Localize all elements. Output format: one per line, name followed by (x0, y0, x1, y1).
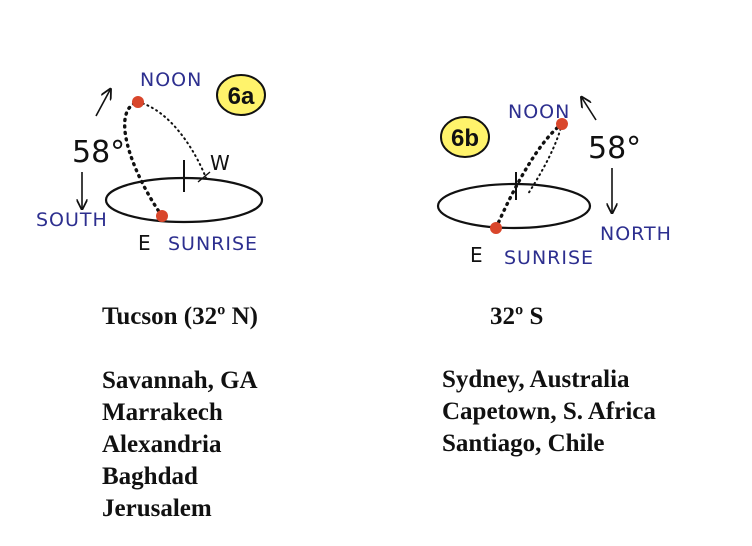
north-label-b: NORTH (600, 223, 672, 245)
sun-sunrise-a (156, 210, 168, 222)
badge-6a (216, 74, 266, 116)
sun-path-diagrams: 58° NOON SOUTH W E SUNRISE 6a 58° NOON N… (36, 69, 672, 269)
horizon-ellipse-b (436, 182, 592, 230)
arrow-up-b (582, 98, 597, 121)
west-label-a: W (210, 151, 230, 175)
city-item: Marrakech (102, 399, 223, 426)
location-label-a: Tucson (32º N) (102, 303, 258, 330)
diagram-6b: 58° NOON NORTH E SUNRISE 6b (436, 98, 672, 269)
east-label-b: E (470, 243, 483, 267)
location-label-b: 32º S (490, 303, 544, 330)
sun-sunrise-b (490, 222, 502, 234)
sun-noon-a (132, 96, 144, 108)
city-item: Jerusalem (102, 495, 212, 522)
city-item: Santiago, Chile (442, 430, 605, 457)
sun-path-front-a (123, 100, 164, 218)
sun-path-front-b (494, 122, 564, 230)
arrow-up-a (95, 90, 110, 117)
angle-label-a: 58° (72, 135, 125, 170)
city-item: Sydney, Australia (442, 366, 630, 393)
west-pointer-a (197, 171, 211, 183)
sun-path-back-b (527, 123, 563, 195)
sunrise-label-a: SUNRISE (168, 233, 258, 255)
south-label-a: SOUTH (36, 209, 108, 231)
badge-6b-label: 6b (451, 125, 479, 152)
badge-6a-label: 6a (228, 83, 255, 110)
noon-label-a: NOON (140, 69, 202, 91)
badge-6b (440, 116, 490, 158)
diagram-6a: 58° NOON SOUTH W E SUNRISE 6a (36, 69, 266, 255)
sunrise-label-b: SUNRISE (504, 247, 594, 269)
sun-noon-b (556, 118, 568, 130)
angle-label-b: 58° (588, 131, 641, 166)
east-label-a: E (138, 231, 151, 255)
city-item: Baghdad (102, 463, 198, 490)
noon-label-b: NOON (508, 101, 570, 123)
city-item: Capetown, S. Africa (442, 398, 656, 425)
city-item: Savannah, GA (102, 367, 258, 394)
sun-path-back-a (137, 101, 207, 179)
city-item: Alexandria (102, 431, 222, 458)
